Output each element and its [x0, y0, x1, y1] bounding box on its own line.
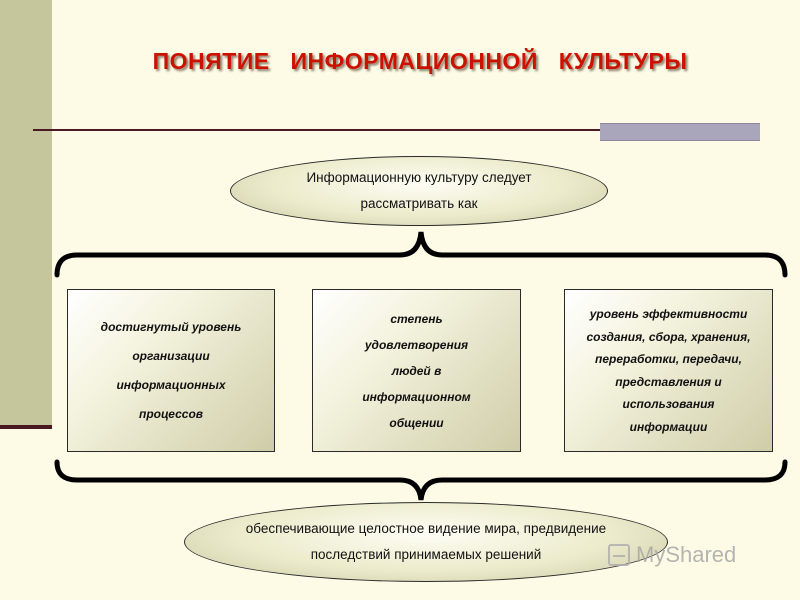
- box-line: представления и: [615, 374, 722, 389]
- myshared-watermark: MyShared: [608, 540, 768, 570]
- title-rule-accent: [600, 123, 760, 141]
- watermark-text: MyShared: [636, 542, 737, 567]
- title-rule: [33, 129, 760, 131]
- top-ellipse-line: рассматривать как: [360, 196, 478, 211]
- box-line: информации: [629, 419, 708, 434]
- box-line: степень: [390, 311, 443, 326]
- box-line: использования: [622, 397, 715, 411]
- concept-box-satisfaction-degree: степень удовлетворения людей в информаци…: [312, 289, 521, 452]
- box-line: достигнутый уровень: [100, 319, 242, 334]
- left-band-underline: [0, 425, 52, 429]
- left-decorative-band: [0, 0, 52, 425]
- concept-box-efficiency-level: уровень эффективности создания, сбора, х…: [564, 289, 773, 452]
- box-line: информационных: [116, 377, 226, 392]
- bottom-ellipse: обеспечивающие целостное видение мира, п…: [184, 502, 668, 582]
- box-line: организации: [132, 348, 210, 363]
- bottom-ellipse-text: обеспечивающие целостное видение мира, п…: [246, 516, 606, 568]
- top-brace: [54, 231, 788, 278]
- presentation-icon: [608, 544, 630, 566]
- box-line: процессов: [138, 406, 204, 421]
- slide-title: ПОНЯТИЕ ИНФОРМАЦИОННОЙ КУЛЬТУРЫ: [152, 48, 688, 74]
- bottom-ellipse-line: последствий принимаемых решений: [310, 547, 542, 562]
- box-line: информационном: [362, 389, 471, 404]
- bottom-brace: [54, 459, 788, 501]
- box-line: уровень эффективности: [589, 307, 748, 321]
- top-ellipse-text: Информационную культуру следует рассматр…: [306, 165, 531, 217]
- box-line: создания, сбора, хранения,: [586, 329, 751, 344]
- box-line: людей в: [391, 363, 442, 378]
- top-ellipse: Информационную культуру следует рассматр…: [230, 156, 608, 226]
- bottom-ellipse-line: обеспечивающие целостное видение мира, п…: [245, 521, 607, 536]
- box-line: удовлетворения: [364, 337, 469, 352]
- concept-box-organization-level: достигнутый уровень организации информац…: [67, 289, 275, 452]
- box-line: общении: [389, 415, 444, 430]
- box-line: переработки, передачи,: [595, 352, 742, 366]
- top-ellipse-line: Информационную культуру следует: [306, 170, 532, 185]
